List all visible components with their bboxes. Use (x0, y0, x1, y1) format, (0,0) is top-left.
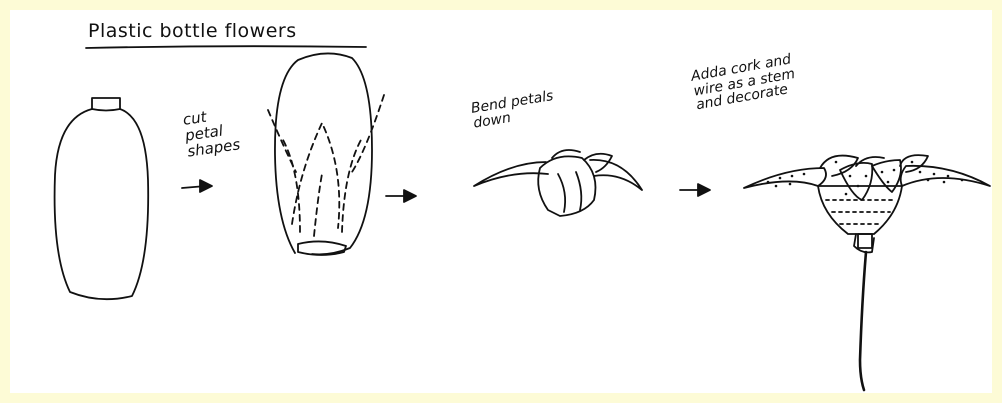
cut-bottle-illustration (268, 53, 384, 255)
arrow-2 (386, 190, 416, 202)
title-underline (86, 46, 366, 48)
arrow-3 (680, 184, 710, 196)
decorated-flower-illustration (744, 155, 990, 390)
bottle-illustration (55, 98, 149, 299)
bent-petals-illustration (474, 150, 642, 216)
step-label-cut-petals: cut petal shapes (182, 106, 241, 160)
diagram-title: Plastic bottle flowers (88, 22, 297, 42)
arrow-1 (182, 180, 212, 192)
